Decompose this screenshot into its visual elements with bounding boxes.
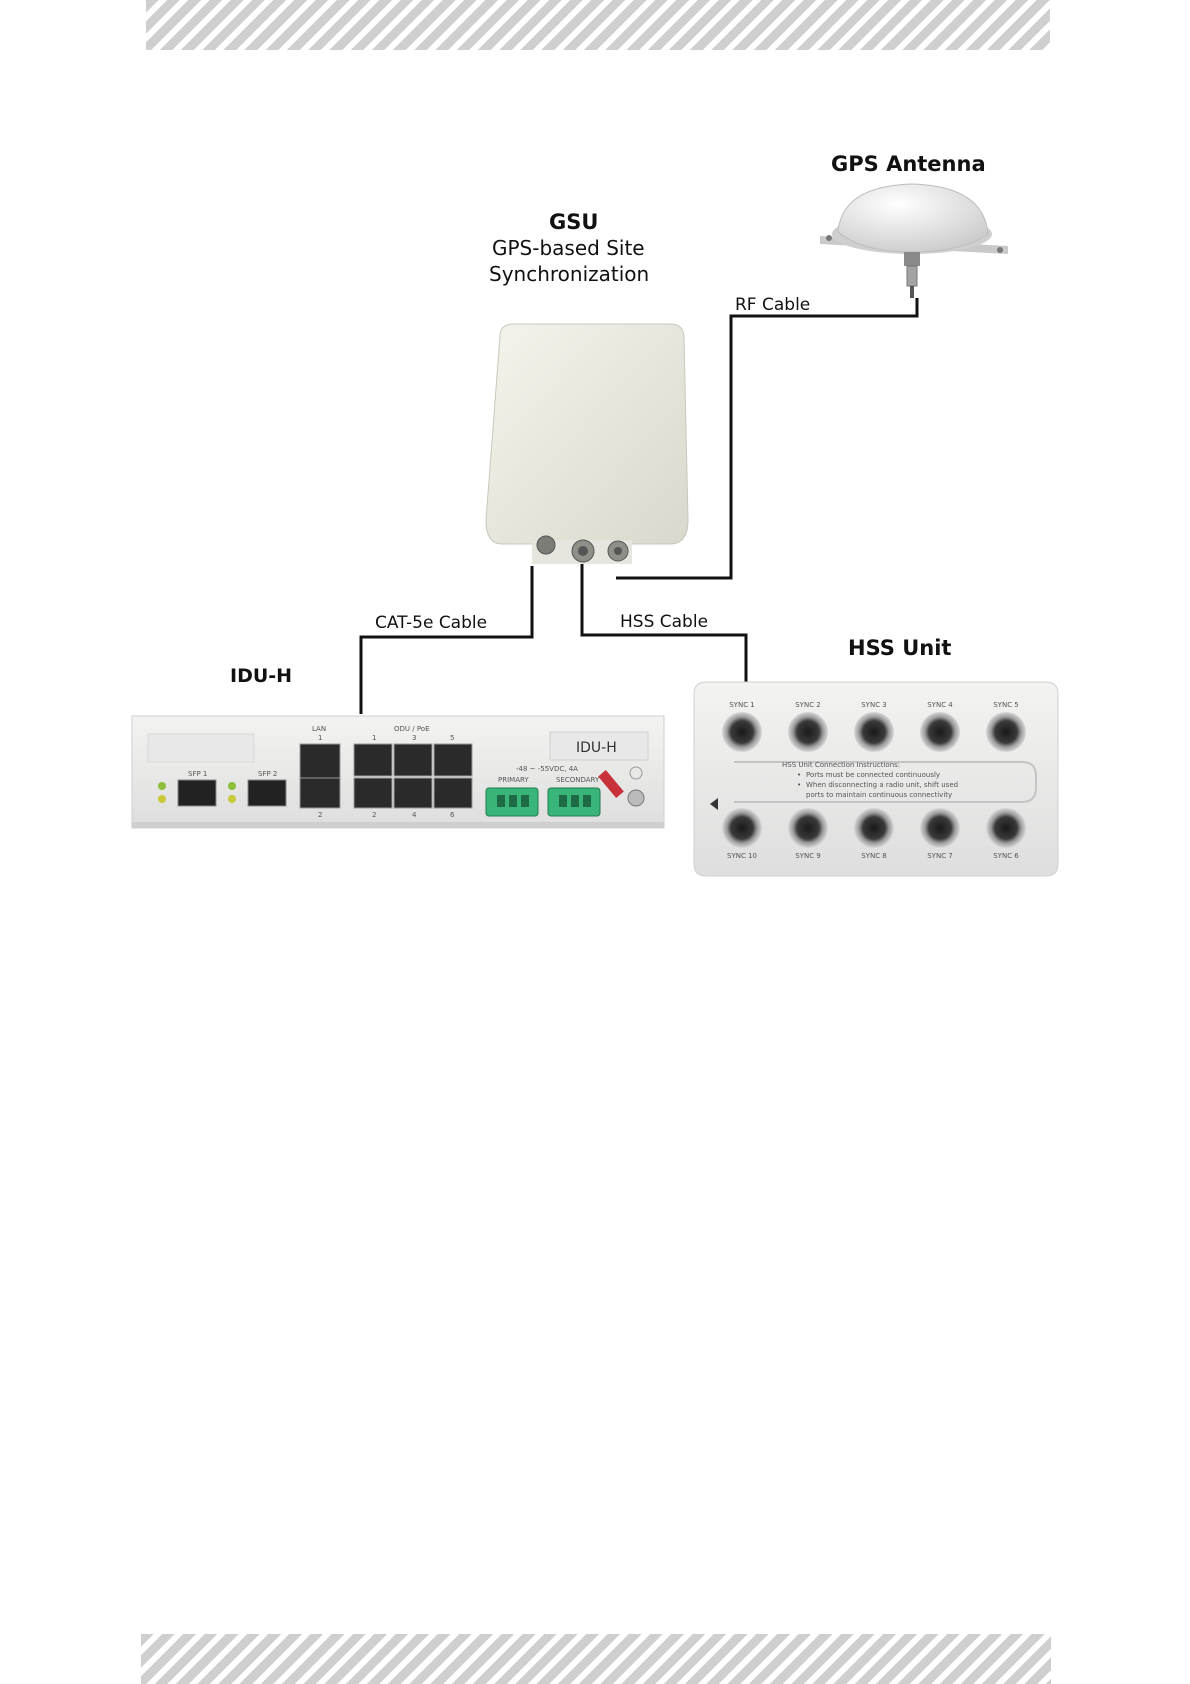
hss-port-sync7 xyxy=(920,808,960,848)
sfp2-port xyxy=(247,779,287,807)
secondary-label: SECONDARY xyxy=(556,776,600,784)
idu-h-title: IDU-H xyxy=(230,665,293,687)
footer-hatch-band xyxy=(141,1634,1051,1684)
gsu-subtitle-line2: Synchronization xyxy=(489,262,650,286)
hss-unit-title: HSS Unit xyxy=(848,636,952,660)
ground-symbol xyxy=(629,766,643,780)
hss-label-sync9: SYNC 9 xyxy=(795,852,821,860)
gsu-title: GSU xyxy=(549,210,599,234)
hss-cable-label: HSS Cable xyxy=(620,612,709,632)
lan-port-1 xyxy=(299,743,341,779)
hss-label-sync3: SYNC 3 xyxy=(861,701,887,709)
odu-port-4 xyxy=(393,777,433,809)
rf-cable xyxy=(616,298,919,580)
header-hatch-band xyxy=(146,0,1050,50)
hss-label-sync10: SYNC 10 xyxy=(727,852,757,860)
odu-port-2 xyxy=(353,777,393,809)
hss-unit-device: SYNC 1 SYNC 2 SYNC 3 SYNC 4 SYNC 5 SYNC … xyxy=(693,681,1059,877)
idu-h-device: SFP 1 SFP 2 LAN 1 2 ODU / PoE 1 3 5 2 4 … xyxy=(131,715,665,829)
hss-port-sync5 xyxy=(986,712,1026,752)
sfp1-port xyxy=(177,779,217,807)
idu-led-2 xyxy=(158,795,166,803)
hss-arrow-icon xyxy=(710,798,718,810)
hss-port-sync9 xyxy=(788,808,828,848)
hss-label-sync8: SYNC 8 xyxy=(861,852,887,860)
idu-panel-badge: IDU-H xyxy=(576,740,617,756)
idu-blank-label-area xyxy=(147,733,255,763)
hss-port-sync3 xyxy=(854,712,894,752)
cat5e-cable xyxy=(359,566,534,714)
hss-port-sync4 xyxy=(920,712,960,752)
hss-port-sync2 xyxy=(788,712,828,752)
hss-port-sync8 xyxy=(854,808,894,848)
hss-port-sync1 xyxy=(722,712,762,752)
hss-label-sync2: SYNC 2 xyxy=(795,701,821,709)
gps-antenna-device xyxy=(820,183,1008,298)
odu-port-1 xyxy=(353,743,393,777)
idu-led-3 xyxy=(228,782,236,790)
hss-instruction-3: ports to maintain continuous connectivit… xyxy=(806,791,952,799)
odu-port-3 xyxy=(393,743,433,777)
odu-port-6 xyxy=(433,777,473,809)
gsu-device xyxy=(485,323,689,564)
primary-label: PRIMARY xyxy=(498,776,529,784)
hss-instruction-bullet-2: • xyxy=(797,781,801,789)
hss-label-sync7: SYNC 7 xyxy=(927,852,953,860)
odu-num-5: 5 xyxy=(450,734,454,742)
idu-badge-area xyxy=(549,731,649,761)
hss-label-sync4: SYNC 4 xyxy=(927,701,953,709)
idu-led-1 xyxy=(158,782,166,790)
cat5e-cable-label: CAT-5e Cable xyxy=(375,613,488,633)
hss-instruction-bullet-1: • xyxy=(797,771,801,779)
odu-num-3: 3 xyxy=(412,734,416,742)
gps-antenna-title: GPS Antenna xyxy=(831,152,986,176)
gsu-subtitle-line1: GPS-based Site xyxy=(492,236,645,260)
idu-led-4 xyxy=(228,795,236,803)
power-switch xyxy=(598,770,624,798)
odu-port-5 xyxy=(433,743,473,777)
ground-screw xyxy=(627,789,645,807)
lan-port-1-num: 1 xyxy=(318,734,322,742)
odu-num-6: 6 xyxy=(450,811,455,819)
hss-label-sync1: SYNC 1 xyxy=(729,701,755,709)
hss-label-sync5: SYNC 5 xyxy=(993,701,1019,709)
lan-port-2 xyxy=(299,777,341,809)
hss-cable xyxy=(580,562,748,683)
odu-num-1: 1 xyxy=(372,734,376,742)
sfp2-label: SFP 2 xyxy=(258,770,277,778)
hss-instructions-title: HSS Unit Connection Instructions: xyxy=(782,761,900,769)
rf-cable-label: RF Cable xyxy=(735,295,811,315)
hss-instruction-2: When disconnecting a radio unit, shift u… xyxy=(806,781,958,789)
odu-num-4: 4 xyxy=(412,811,417,819)
lan-label: LAN xyxy=(312,725,326,733)
odu-poe-label: ODU / PoE xyxy=(394,725,430,733)
odu-num-2: 2 xyxy=(372,811,376,819)
hss-instruction-1: Ports must be connected continuously xyxy=(806,771,940,779)
hss-label-sync6: SYNC 6 xyxy=(993,852,1019,860)
power-spec-label: -48 ~ -55VDC, 4A xyxy=(516,765,578,773)
sfp1-label: SFP 1 xyxy=(188,770,207,778)
lan-port-2-num: 2 xyxy=(318,811,322,819)
hss-port-sync10 xyxy=(722,808,762,848)
hss-port-sync6 xyxy=(986,808,1026,848)
